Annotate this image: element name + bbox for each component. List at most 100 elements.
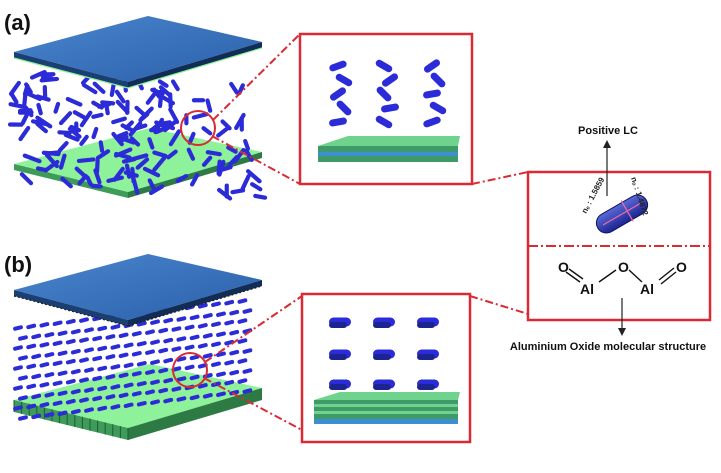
- lc-molecule: [44, 332, 55, 338]
- lc-molecule: [92, 355, 103, 362]
- lc-molecule: [145, 349, 155, 355]
- lc-molecule: [373, 322, 391, 328]
- lc-molecule: [84, 347, 94, 353]
- lc-molecule: [43, 159, 60, 173]
- lc-molecule: [42, 84, 48, 100]
- lc-molecule: [118, 352, 129, 359]
- lc-molecule: [202, 313, 213, 319]
- lc-molecule: [57, 370, 68, 376]
- lc-molecule: [171, 346, 182, 352]
- lc-molecule: [171, 386, 182, 392]
- lc-molecule: [18, 335, 28, 341]
- lc-molecule: [229, 81, 239, 95]
- lc-molecule: [224, 183, 229, 199]
- lc-molecule: [57, 390, 68, 396]
- lc-molecule: [81, 83, 98, 95]
- lc-molecule: [176, 336, 187, 342]
- lc-molecule: [156, 121, 176, 131]
- lc-molecule: [19, 172, 34, 186]
- lc-molecule: [150, 319, 160, 325]
- lc-molecule: [373, 384, 391, 390]
- panel-a-label: (a): [4, 10, 31, 35]
- lc-molecule: [148, 184, 165, 196]
- lc-molecule: [79, 110, 93, 128]
- lc-molecule: [224, 319, 235, 326]
- lc-molecule: [85, 175, 93, 187]
- lc-molecule: [227, 154, 239, 167]
- lc-molecule: [373, 354, 391, 360]
- lc-molecule: [26, 343, 37, 350]
- lc-molecule: [114, 151, 132, 160]
- lc-molecule: [92, 335, 103, 342]
- lc-molecule: [118, 134, 129, 144]
- lc-molecule: [211, 341, 221, 347]
- lc-molecule: [220, 119, 232, 131]
- lc-molecule: [118, 392, 129, 399]
- lc-molecule: [60, 176, 73, 189]
- lc-molecule: [145, 90, 158, 105]
- lc-molecule: [35, 94, 51, 102]
- lc-molecule: [423, 59, 441, 73]
- lc-molecule: [13, 325, 23, 331]
- lc-molecule: [189, 314, 200, 321]
- lc-molecule: [31, 333, 42, 340]
- lc-molecule: [131, 331, 142, 337]
- positive-lc-title: Positive LC: [578, 125, 638, 137]
- lc-molecule: [131, 176, 140, 195]
- lc-molecule: [24, 91, 43, 102]
- lc-molecule: [18, 375, 28, 381]
- lc-molecule: [57, 330, 68, 336]
- lc-molecule: [205, 98, 213, 113]
- lc-molecule: [91, 126, 99, 140]
- lc-molecule: [31, 373, 42, 380]
- lc-molecule: [189, 172, 200, 187]
- lc-molecule: [114, 89, 126, 104]
- lc-molecule: [44, 392, 55, 398]
- panel-a-zoom-circle: [180, 110, 216, 146]
- lc-molecule: [90, 183, 103, 189]
- lc-molecule: [423, 89, 441, 99]
- lc-molecule: [171, 326, 182, 332]
- lc-molecule: [229, 389, 240, 396]
- lc-molecule: [159, 94, 176, 106]
- lc-molecule: [216, 187, 233, 201]
- lc-molecule: [329, 322, 347, 328]
- lc-molecule: [105, 394, 116, 400]
- lc-molecule: [123, 362, 134, 369]
- lc-molecule: [17, 108, 33, 114]
- lc-molecule: [136, 401, 147, 407]
- lc-molecule: [157, 79, 169, 88]
- panel-a-zoom-molecules: [329, 59, 447, 129]
- lc-molecule: [30, 119, 49, 127]
- lc-molecule: [123, 402, 134, 409]
- lc-molecule: [375, 59, 393, 73]
- lc-molecule: [136, 341, 147, 347]
- lc-molecule: [26, 363, 37, 370]
- lc-molecule: [176, 316, 187, 322]
- lc-molecule: [105, 354, 116, 360]
- lc-molecule: [216, 391, 226, 397]
- lc-molecule: [92, 81, 106, 94]
- lc-molecule: [52, 340, 63, 346]
- atom-oxygen-bridge: O: [618, 259, 629, 275]
- lc-molecule: [79, 357, 89, 363]
- lc-molecule: [163, 377, 174, 384]
- lc-molecule: [417, 384, 435, 390]
- lc-molecule: [329, 384, 347, 390]
- lc-molecule: [381, 103, 399, 113]
- lc-molecule: [123, 382, 134, 389]
- lc-molecule: [31, 393, 42, 400]
- lc-molecule: [150, 359, 160, 365]
- lc-molecule: [229, 369, 240, 376]
- lc-molecule: [201, 155, 213, 167]
- lc-molecule: [184, 364, 195, 371]
- lc-molecule: [245, 169, 262, 184]
- lc-molecule: [110, 344, 121, 350]
- lc-molecule: [39, 322, 50, 328]
- lc-molecule: [201, 126, 213, 136]
- lc-molecule: [329, 60, 347, 72]
- lc-molecule: [158, 327, 169, 334]
- lc-molecule: [13, 365, 23, 371]
- lc-molecule: [39, 342, 50, 348]
- lc-molecule: [376, 86, 392, 102]
